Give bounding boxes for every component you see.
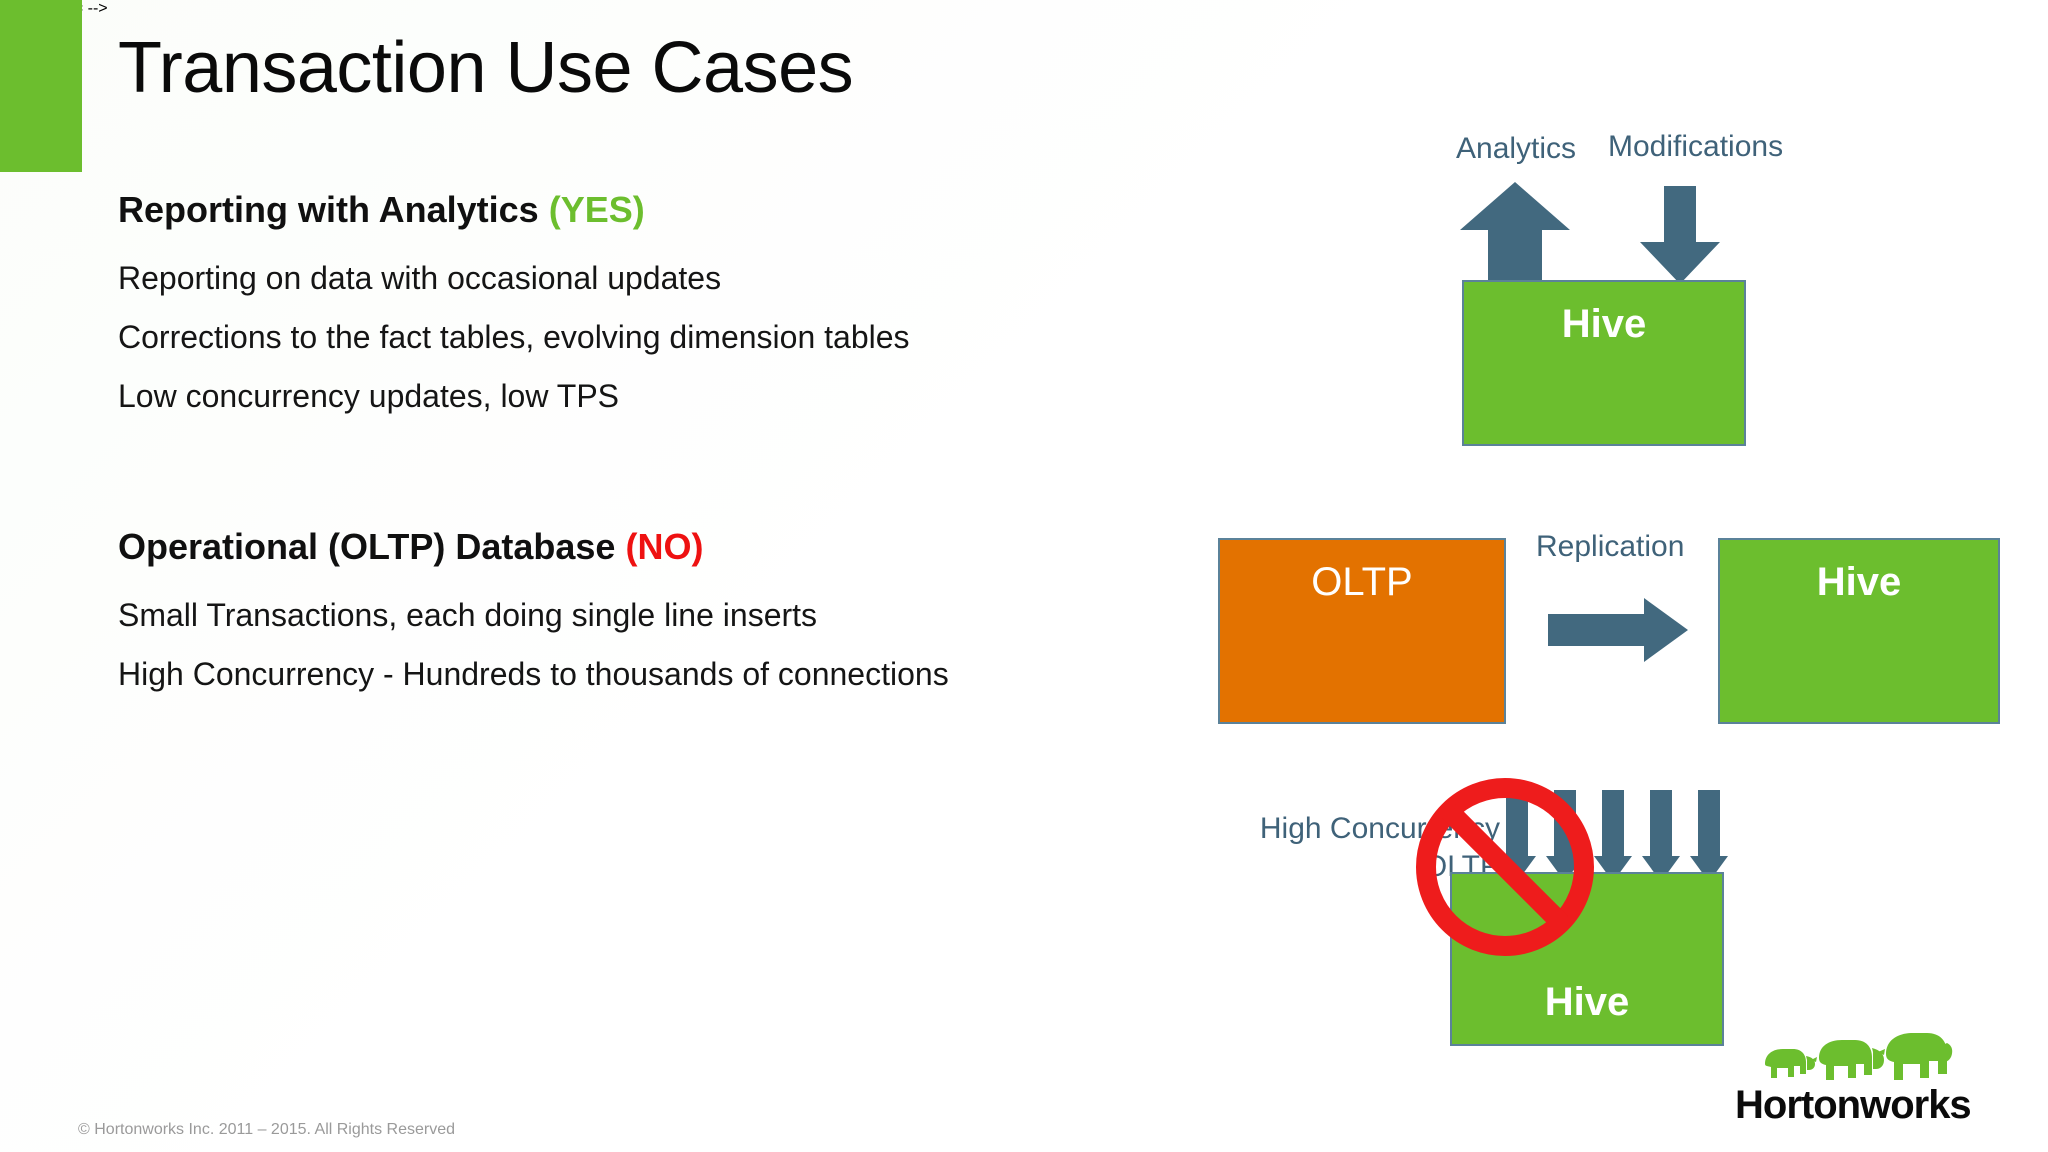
hive-box-replication: Hive	[1718, 538, 2000, 724]
bullet-item: Low concurrency updates, low TPS	[118, 378, 619, 414]
bullet-item: Corrections to the fact tables, evolving…	[118, 319, 910, 355]
section-spacer	[118, 439, 1118, 529]
analytics-caption: Analytics	[1456, 132, 1577, 165]
high-concurrency-diagram: High Concurrency OLTP Hive	[1230, 778, 1750, 1060]
title-accent-bar	[0, 0, 82, 172]
replication-caption: Replication	[1536, 530, 1685, 563]
verdict-badge-no: (NO)	[625, 526, 704, 567]
analytics-up-arrow	[1460, 182, 1570, 282]
hive-box-analytics: Hive	[1462, 280, 1746, 446]
hive-box-label: Hive	[1544, 980, 1630, 1024]
section-heading: Operational (OLTP) Database (NO)	[118, 529, 1118, 565]
page-title: Transaction Use Cases	[118, 28, 854, 108]
analytics-modifications-diagram: Analytics Modifications Hive	[1440, 130, 1860, 450]
verdict-badge-yes: (YES)	[548, 189, 645, 230]
oltp-box-label: OLTP	[1311, 560, 1413, 604]
hive-box-label: Hive	[1816, 560, 1902, 604]
section-heading-text: Operational (OLTP) Database	[118, 526, 616, 567]
hive-box-label: Hive	[1561, 302, 1647, 346]
bullet-item: Reporting on data with occasional update…	[118, 260, 722, 296]
replication-diagram: OLTP Replication Hive	[1218, 530, 2002, 728]
hortonworks-wordmark: Hortonworks	[1735, 1083, 1972, 1127]
hortonworks-logo: Hortonworks	[1735, 1030, 1972, 1125]
section-operational-oltp-database: Operational (OLTP) Database (NO) Small T…	[118, 529, 1118, 692]
footer-copyright: © Hortonworks Inc. 2011 – 2015. All Righ…	[78, 1121, 456, 1138]
section-heading-text: Reporting with Analytics	[118, 189, 539, 230]
section-reporting-with-analytics: Reporting with Analytics (YES) Reporting…	[118, 192, 1118, 414]
bullet-item: High Concurrency - Hundreds to thousands…	[118, 656, 949, 692]
modifications-caption: Modifications	[1608, 130, 1784, 163]
section-heading: Reporting with Analytics (YES)	[118, 192, 1118, 228]
bullet-item: Small Transactions, each doing single li…	[118, 597, 818, 633]
no-entry-symbol	[1416, 778, 1594, 956]
modifications-down-arrow	[1640, 186, 1720, 284]
hortonworks-elephants-icon	[1765, 1033, 1953, 1080]
replication-right-arrow	[1548, 598, 1688, 662]
oltp-box: OLTP	[1218, 538, 1506, 724]
body-content: Reporting with Analytics (YES) Reporting…	[118, 192, 1118, 717]
